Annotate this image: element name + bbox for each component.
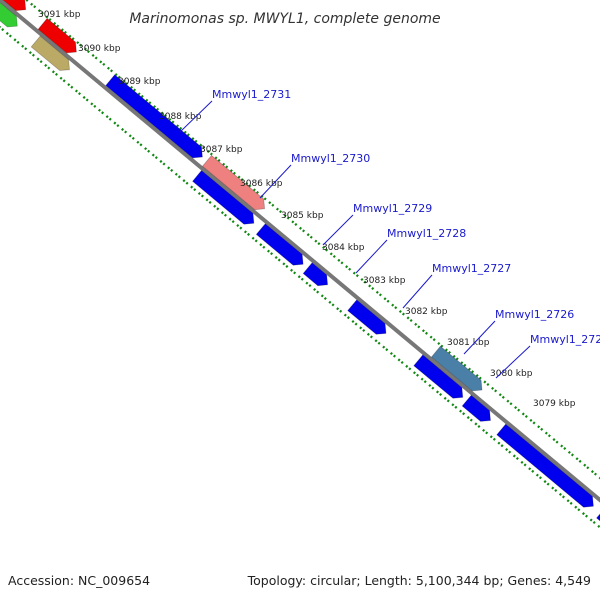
gene-label: Mmwyl1_2729 [353,202,432,215]
gene-leader-line [495,345,531,379]
tick-label: 3088 kbp [159,112,202,122]
gene-leader-line [322,214,354,246]
gene-leader-line [355,239,388,274]
gene-label: Mmwyl1_2728 [387,227,466,240]
tick-rings [0,0,600,529]
genome-summary: Topology: circular; Length: 5,100,344 bp… [247,573,591,588]
cds-arrow [413,354,464,399]
gene-label: Mmwyl1_2726 [495,308,574,321]
gene-leader-line [179,100,213,133]
tick-label: 3081 kbp [447,338,490,348]
gene-features [0,0,600,522]
gene-leader-line [402,274,433,309]
accession-label: Accession: NC_009654 [8,573,151,588]
gene-leader-line [259,164,292,199]
gene-leader-line [463,320,496,355]
gene-label: Mmwyl1_2725 [530,333,600,346]
cds-arrow [461,394,491,422]
tick-label: 3090 kbp [78,44,121,54]
cds-arrow [496,423,594,508]
cds-arrow [302,262,329,287]
feature-arrow [0,2,18,28]
cds-arrow [596,513,600,522]
feature-arrow [430,345,483,392]
tick-label: 3083 kbp [363,276,406,286]
tick-label: 3084 kbp [322,243,365,253]
tick-label: 3080 kbp [490,369,533,379]
feature-arrow [201,154,266,211]
cds-arrow [192,169,255,225]
feature-arrow [37,17,77,54]
feature-arrow [2,0,27,12]
tick-label: 3082 kbp [405,307,448,317]
gene-label: Mmwyl1_2731 [212,88,291,101]
gene-label: Mmwyl1_2727 [432,262,511,275]
map-title: Marinomonas sp. MWYL1, complete genome [129,11,440,27]
tick-label: 3085 kbp [281,211,324,221]
cds-arrow [255,223,304,266]
backbone [0,0,600,503]
backbone-line [0,0,600,503]
tick-label: 3087 kbp [200,145,243,155]
gene-labels: Mmwyl1_2731Mmwyl1_2730Mmwyl1_2729Mmwyl1_… [179,88,600,379]
tick-label: 3089 kbp [118,77,161,87]
gene-label: Mmwyl1_2730 [291,152,370,165]
tick-labels: 3091 kbp 3090 kbp 3089 kbp 3088 kbp 3087 kbp… [38,10,576,409]
tick-label: 3079 kbp [533,399,576,409]
cds-arrow [105,74,203,159]
cds-arrow [347,299,387,335]
tick-ring [24,0,600,480]
tick-ring [0,25,600,529]
tick-label: 3086 kbp [240,179,283,189]
tick-label: 3091 kbp [38,10,81,20]
feature-arrow [30,35,70,71]
